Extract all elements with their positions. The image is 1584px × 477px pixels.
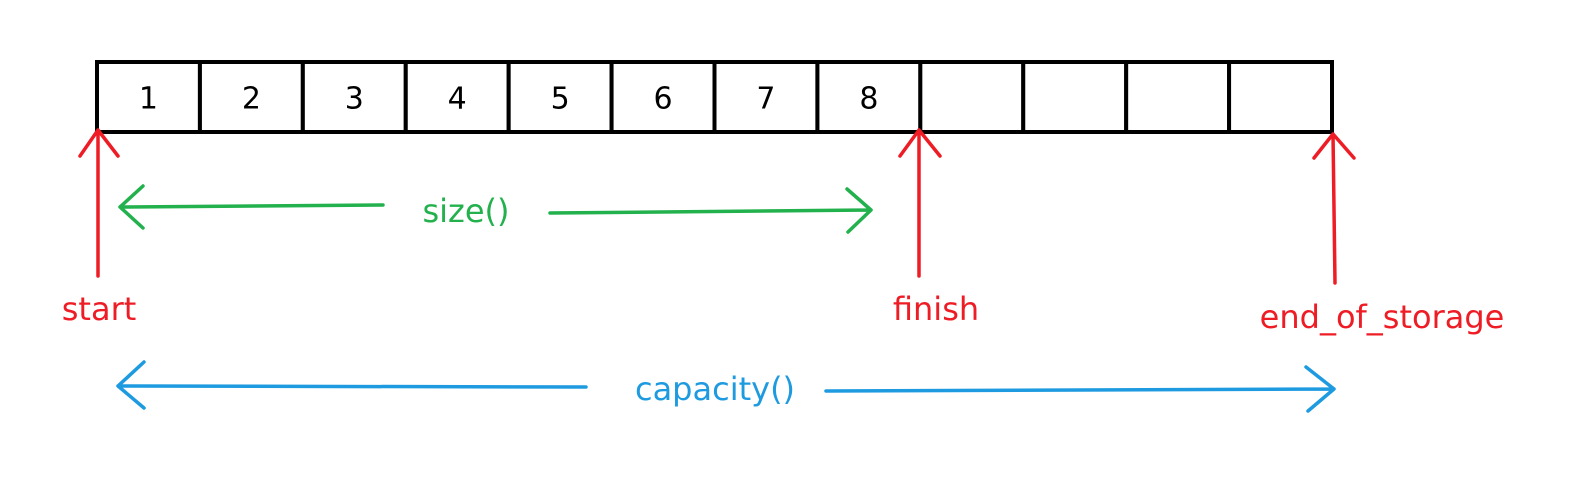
storage-cell	[300, 60, 408, 134]
end-of-storage-pointer-arrow	[1312, 132, 1356, 285]
storage-cell-value: 7	[756, 82, 775, 117]
capacity-label: capacity()	[635, 370, 795, 408]
size-label: size()	[422, 192, 509, 230]
size-arrow-left	[118, 184, 385, 230]
start-label: start	[62, 290, 137, 328]
storage-cell	[1227, 60, 1334, 134]
storage-cell	[197, 60, 305, 134]
end-of-storage-pointer: end_of_storage	[1260, 132, 1505, 336]
storage-cell-value: 6	[653, 82, 672, 117]
capacity-arrow-right	[824, 365, 1336, 413]
finish-pointer-arrow	[898, 128, 942, 278]
size-range: size()	[118, 184, 873, 234]
end-of-storage-label: end_of_storage	[1260, 298, 1505, 336]
storage-cell-value: 4	[448, 82, 467, 117]
start-pointer-arrow	[78, 128, 120, 278]
storage-cell	[506, 60, 614, 134]
start-pointer: start	[62, 128, 137, 328]
storage-cell	[918, 60, 1026, 134]
storage-cell-value: 8	[859, 82, 878, 117]
storage-cell	[815, 60, 923, 134]
storage-cell-value: 5	[551, 82, 570, 117]
finish-pointer: finish	[893, 128, 979, 328]
storage-cell	[1021, 60, 1129, 134]
storage-cell-value: 1	[139, 82, 158, 117]
capacity-range: capacity()	[116, 360, 1336, 413]
storage-cell	[1124, 60, 1232, 134]
finish-label: finish	[893, 290, 979, 328]
storage-cell	[712, 60, 820, 134]
storage-cells: 1 2 3 4 5 6 7 8	[95, 60, 1334, 134]
storage-cell	[95, 60, 202, 134]
size-arrow-right	[548, 187, 873, 234]
storage-cell-value: 2	[242, 82, 261, 117]
capacity-arrow-left	[116, 360, 588, 410]
storage-cell-value: 3	[345, 82, 364, 117]
